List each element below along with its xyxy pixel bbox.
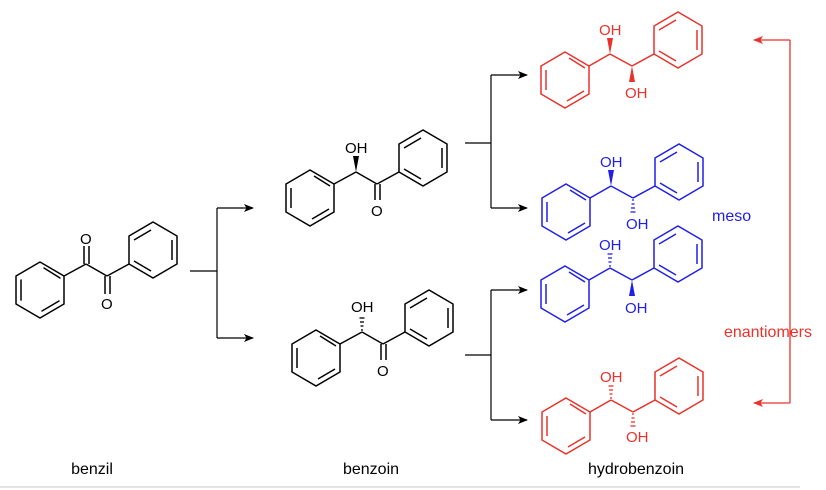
hydroxyl-label: OH xyxy=(599,22,622,39)
hydrobenzoin-molecule-blue-meso-top xyxy=(541,143,704,241)
phenyl-ring xyxy=(653,225,703,283)
hydroxyl-label: OH xyxy=(600,369,623,386)
phenyl-ring xyxy=(398,129,448,187)
benzil-label: benzil xyxy=(71,461,113,478)
benzoin-molecule-top xyxy=(285,129,448,227)
carbonyl-oxygen-label: O xyxy=(377,363,389,380)
phenyl-ring xyxy=(128,221,178,279)
meso-label: meso xyxy=(712,208,751,225)
phenyl-ring xyxy=(15,261,65,319)
carbonyl-oxygen-label: O xyxy=(101,296,113,313)
phenyl-ring xyxy=(285,169,335,227)
hydrobenzoin-label: hydrobenzoin xyxy=(588,461,684,478)
hydroxyl-label: OH xyxy=(351,299,374,316)
phenyl-ring xyxy=(653,11,703,69)
enantiomers-label: enantiomers xyxy=(724,324,812,341)
phenyl-ring xyxy=(540,51,590,109)
phenyl-ring xyxy=(654,143,704,201)
enantiomers-bracket xyxy=(753,36,791,407)
hydroxyl-label: OH xyxy=(625,300,648,317)
reaction-arrow-branch xyxy=(465,286,528,424)
benzoin-label: benzoin xyxy=(343,461,399,478)
phenyl-ring xyxy=(404,289,454,347)
phenyl-ring xyxy=(541,183,591,241)
hydroxyl-label: OH xyxy=(625,85,648,102)
hydrobenzoin-molecule-red-top xyxy=(540,11,703,109)
carbonyl-oxygen-label: O xyxy=(80,231,92,248)
reaction-arrow-branch xyxy=(465,71,528,212)
carbonyl-oxygen-label: O xyxy=(371,203,383,220)
reaction-arrow-branch xyxy=(190,204,254,342)
benzoin-molecule-bottom xyxy=(291,289,454,387)
phenyl-ring xyxy=(291,329,341,387)
hydroxyl-label: OH xyxy=(600,154,623,171)
hydroxyl-label: OH xyxy=(599,237,622,254)
hydroxyl-label: OH xyxy=(345,140,368,157)
phenyl-ring xyxy=(541,397,591,455)
benzil-molecule xyxy=(15,221,178,319)
hydroxyl-label: OH xyxy=(626,216,649,233)
phenyl-ring xyxy=(654,357,704,415)
hydroxyl-label: OH xyxy=(626,429,649,446)
hydrobenzoin-molecule-red-bottom xyxy=(541,357,704,455)
phenyl-ring xyxy=(540,265,590,323)
hydrobenzoin-molecule-blue-bottom xyxy=(540,225,703,323)
